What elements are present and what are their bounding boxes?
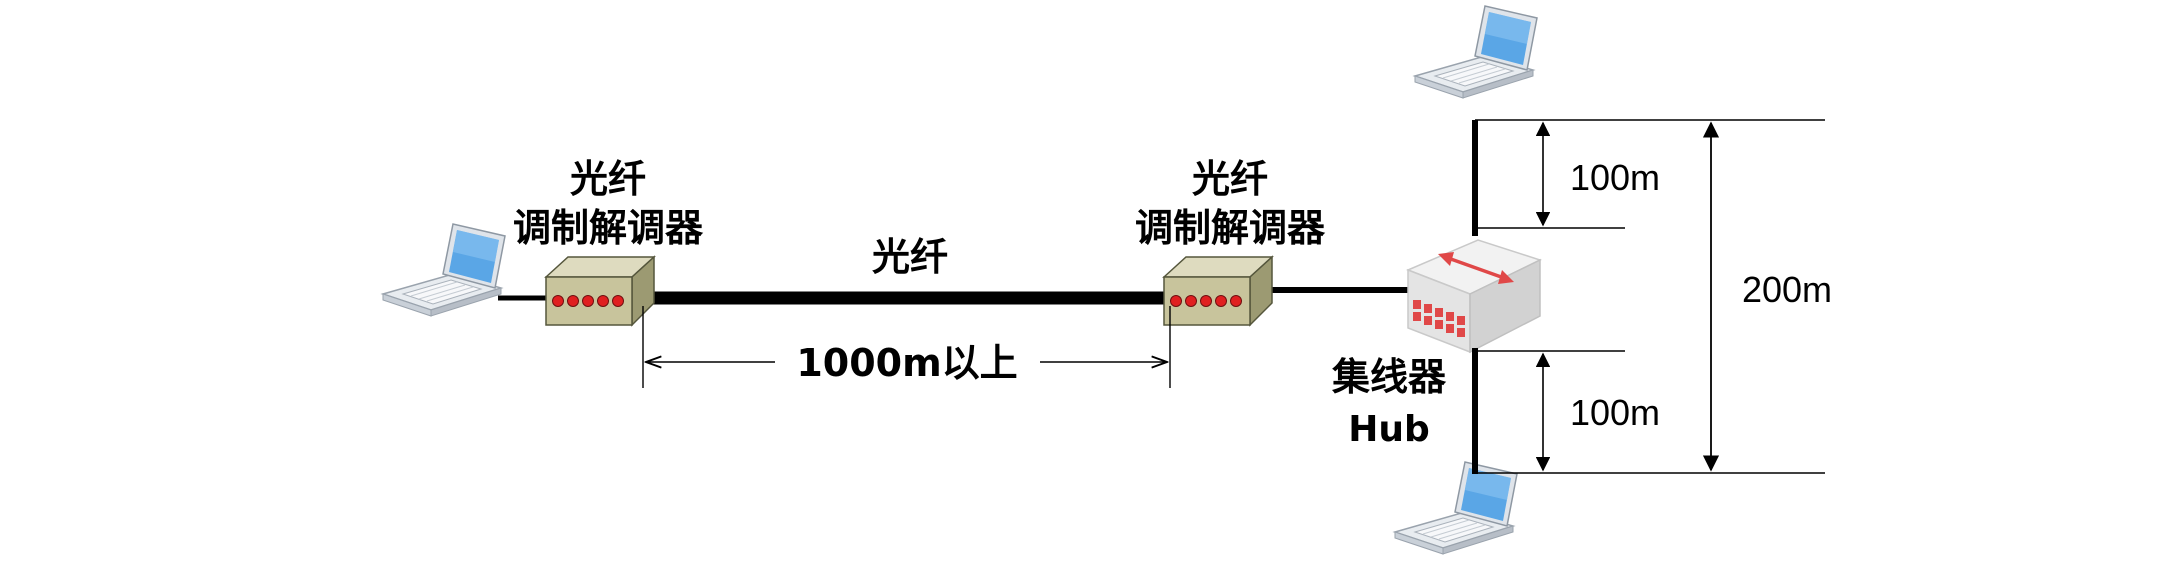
laptop-icon-bottom bbox=[1394, 461, 1518, 555]
fiber-modem-icon-left bbox=[545, 256, 655, 326]
hub-label-cn: 集线器 bbox=[1331, 355, 1447, 399]
modem-left-label-line2: 调制解调器 bbox=[513, 206, 704, 250]
laptop-icon-top bbox=[1414, 5, 1538, 99]
hub-icon bbox=[1406, 239, 1543, 354]
dist-total-label: 200m bbox=[1742, 269, 1832, 310]
hub-label-en: Hub bbox=[1348, 409, 1430, 450]
dist-top-label: 100m bbox=[1570, 157, 1660, 198]
modem-left-label-line1: 光纤 bbox=[570, 157, 646, 201]
fiber-label: 光纤 bbox=[872, 235, 948, 279]
modem-right-label-line1: 光纤 bbox=[1192, 157, 1268, 201]
modem-right-label-line2: 调制解调器 bbox=[1135, 206, 1326, 250]
dist-bottom-label: 100m bbox=[1570, 392, 1660, 433]
fiber-distance-label: 1000m以上 bbox=[796, 341, 1017, 385]
fiber-modem-icon-right bbox=[1163, 256, 1273, 326]
laptop-icon-left bbox=[382, 223, 506, 317]
